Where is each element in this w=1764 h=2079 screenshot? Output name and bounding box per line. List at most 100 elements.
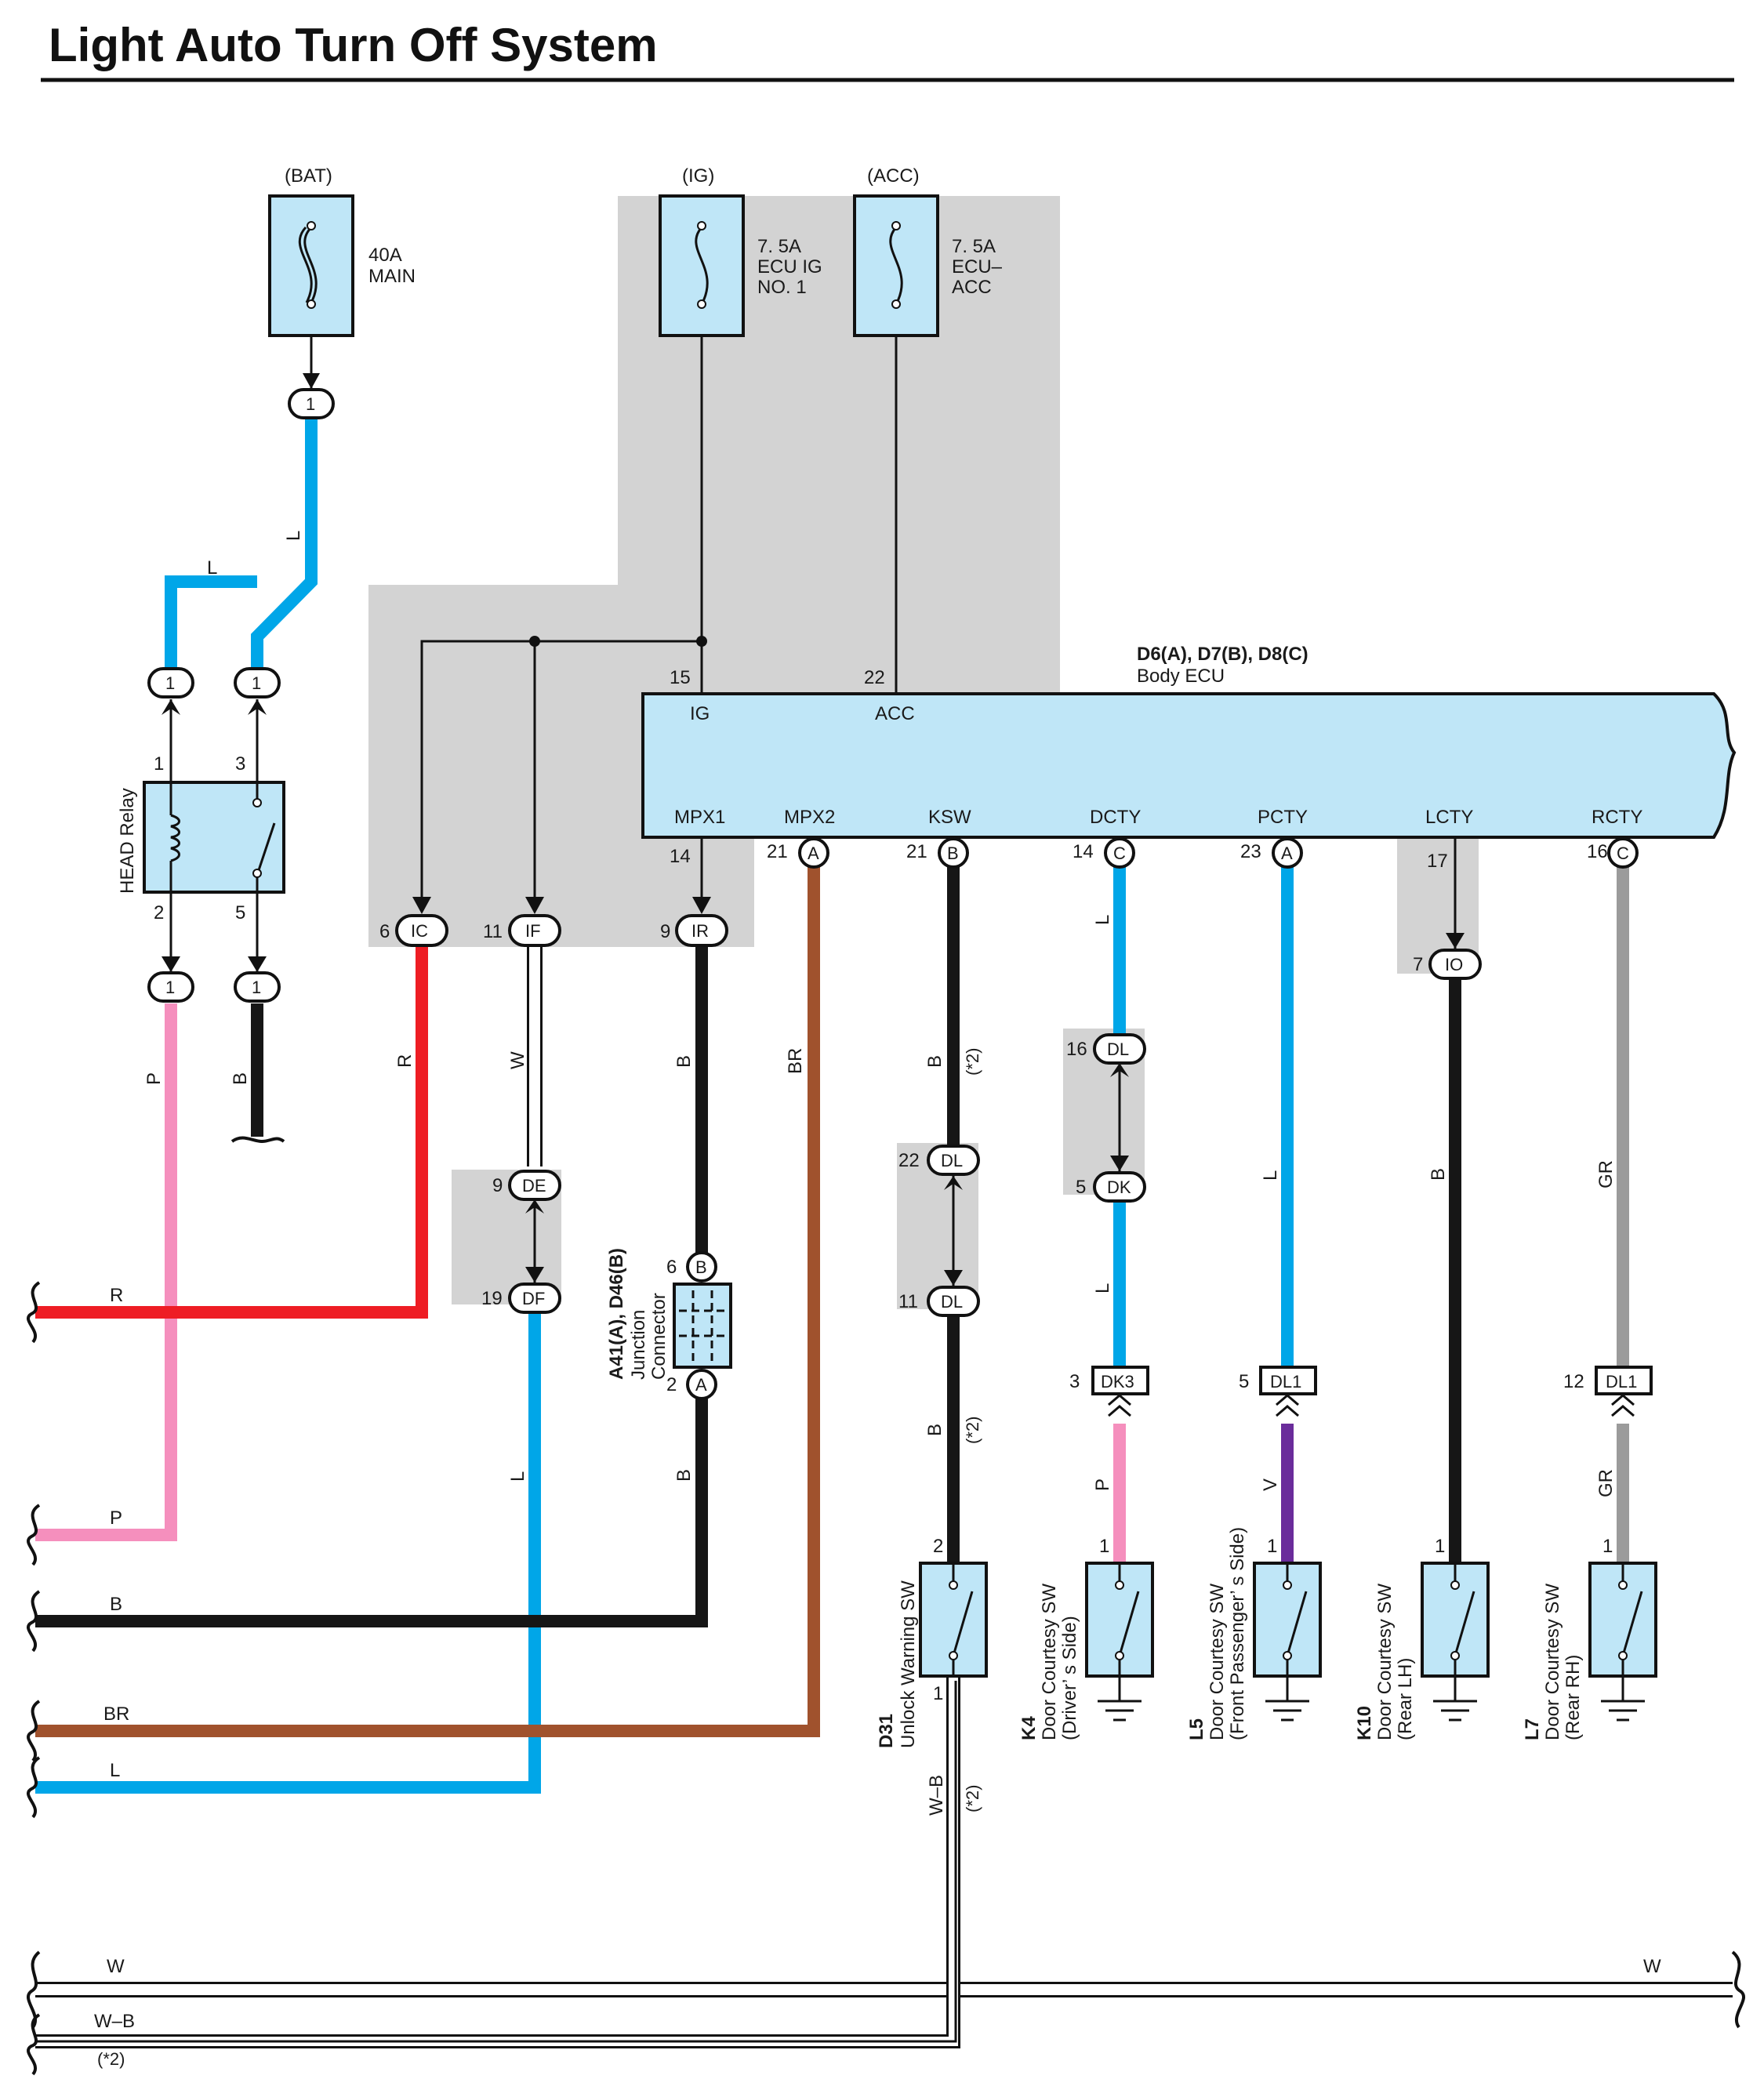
lbl-wb-vert: W–B [926,1775,947,1816]
ecu-pin-c-rcty-label: C [1617,844,1629,863]
bus-label-r: R [110,1285,123,1306]
switch-l7-name: Door Courtesy SW [1542,1584,1563,1740]
switch-l5-side: (Front Passenger’ s Side) [1227,1527,1248,1740]
fuse-acc-name: ECU– [952,256,1003,278]
switch-d31-name: Unlock Warning SW [898,1580,919,1748]
lbl-l-bat: L [283,531,304,541]
lbl-b-ksw: B [924,1055,946,1068]
switch-l7-side: (Rear RH) [1563,1655,1584,1740]
conn-de-pin: 9 [492,1175,503,1196]
ecu-pin-a-pcty [1272,837,1303,869]
lbl-note-ksw1: (*2) [963,1048,982,1076]
bus-label-l: L [110,1760,120,1781]
conn-if [508,914,561,947]
switch-l7-code: L7 [1522,1718,1543,1740]
ecu-pin-ksw: 21 [906,841,927,862]
relay-pin5: 5 [235,902,245,923]
ecu-pin-mpx2: 21 [767,841,788,862]
bottom-wb: W–B [94,2011,135,2032]
conn-dk [1093,1171,1146,1203]
conn-dl1-12-pin: 12 [1563,1371,1584,1392]
switch-k10-pin: 1 [1435,1536,1445,1557]
conn-ic-pin: 6 [379,921,390,942]
ecu-pin-b-ksw [938,837,969,869]
ecu-pin-c-dcty-label: C [1113,844,1126,863]
conn-relay-1a-label: 1 [165,673,175,693]
ecu-pin-a-pcty-label: A [1281,844,1293,863]
conn-dl-22 [927,1145,980,1176]
relay-pin1: 1 [154,753,164,775]
conn-dl1-5 [1259,1366,1317,1395]
relay-name: HEAD Relay [117,788,138,894]
ecu-pin-c-rcty [1607,837,1639,869]
switch-l5-pin: 1 [1267,1536,1277,1557]
bat-label: (BAT) [285,165,332,187]
lbl-w-vert: W [507,1051,528,1069]
lbl-gr-rcty2: GR [1595,1469,1617,1497]
conn-relay-1c [147,971,194,1003]
lbl-b-jc: B [673,1469,695,1482]
lbl-p-dcty: P [1092,1479,1113,1491]
shade-ecu-power [368,196,1060,947]
ecu-pin-acc: 22 [864,667,885,688]
conn-relay-1c-label: 1 [165,978,175,997]
ecu-pin-ig: 15 [670,667,691,688]
conn-relay-1b-label: 1 [252,673,261,693]
fuse-main-amp: 40A [368,245,402,266]
ecu-term-mpx1: MPX1 [674,807,725,828]
conn-relay-1b [234,667,281,698]
lbl-b-relay: B [230,1072,251,1085]
ig-label: (IG) [682,165,714,187]
switch-k4-side: (Driver’ s Side) [1059,1616,1080,1740]
jc-pin-a-num: 2 [666,1374,677,1395]
conn-io-pin: 7 [1413,954,1423,975]
fuse-ig-amp: 7. 5A [757,236,801,257]
switch-l5-code: L5 [1186,1718,1207,1740]
junction-dot-if [529,636,540,647]
left-break-marks [27,1281,1745,2076]
relay-coil [170,814,180,862]
wire-l-main [251,419,318,668]
ecu-pin-c-dcty [1104,837,1135,869]
ecu-pin-lcty: 17 [1427,851,1448,872]
conn-df [508,1283,561,1314]
conn-ir-label: IR [691,921,709,941]
conn-dl1-5-pin: 5 [1239,1371,1249,1392]
switch-k10-name: Door Courtesy SW [1374,1584,1396,1740]
fuse-acc-sub: ACC [952,277,992,298]
ecu-pin-mpx1: 14 [670,846,691,867]
conn-relay-1a [147,667,194,698]
conn-bat-1-label: 1 [306,394,315,414]
jc-pin-a-label: A [695,1375,707,1395]
ecu-term-ig: IG [690,703,710,724]
switch-k4-name: Door Courtesy SW [1039,1584,1060,1740]
ecu-pin-a-mpx2 [798,837,829,869]
bottom-w-right: W [1643,1956,1661,1977]
connector-group: 1 1 1 1 1 IC 6 IF 11 IR 9 DE 9 DF 19 DL … [147,388,1653,1395]
conn-de-label: DE [522,1176,546,1196]
fuse-ig-no: NO. 1 [757,277,807,298]
fuse-main-name: MAIN [368,266,416,287]
lbl-note-wb: (*2) [963,1785,982,1812]
fuse-40a-element [298,226,318,303]
ecu-term-lcty: LCTY [1425,807,1473,828]
conn-bat-1 [288,388,335,419]
lbl-p-vert: P [143,1072,165,1085]
relay-pin2: 2 [154,902,164,923]
ecu-pin-rcty: 16 [1587,841,1608,862]
jc-pin-b [686,1251,717,1283]
conn-dl-11-label: DL [941,1292,963,1312]
switch-l5-name: Door Courtesy SW [1207,1584,1228,1740]
lbl-r-vert: R [394,1054,416,1068]
page-title: Light Auto Turn Off System [49,19,658,71]
switch-d31-pin1: 1 [933,1683,943,1704]
conn-dk3-pin: 3 [1069,1371,1080,1392]
conn-ir [675,914,728,947]
switch-k4-pin: 1 [1099,1536,1109,1557]
conn-dk-pin: 5 [1076,1177,1086,1198]
conn-if-pin: 11 [483,921,503,942]
switch-d31-pin2: 2 [933,1536,943,1557]
conn-dl1-12 [1595,1366,1653,1395]
switch-k4-code: K4 [1018,1716,1040,1740]
